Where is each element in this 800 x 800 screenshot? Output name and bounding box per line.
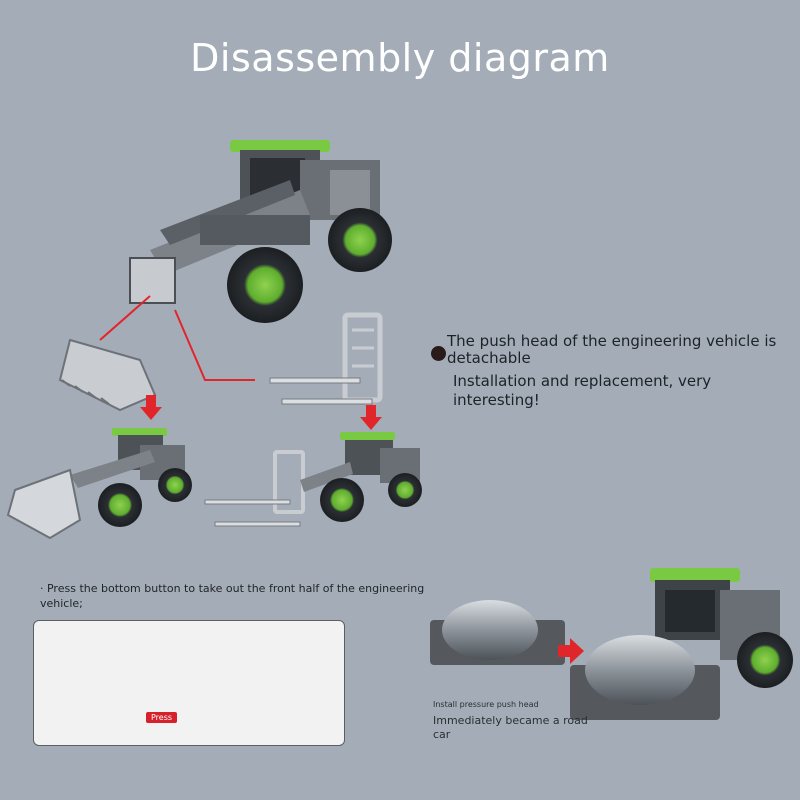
- loader-with-fork-illustration: [204, 432, 422, 527]
- road-roller-illustration: [430, 568, 793, 720]
- right-arrow-icon: [558, 638, 584, 664]
- road-car-label: Immediately became a road car: [433, 714, 588, 741]
- fork-attachment-illustration: [269, 312, 383, 405]
- page-title: Disassembly diagram: [190, 36, 610, 80]
- feature-description-2: Installation and replacement, very inter…: [453, 372, 712, 409]
- install-label: Install pressure push head: [433, 700, 539, 709]
- loader-with-bucket-illustration: [6, 428, 192, 540]
- press-button-label: Press: [146, 712, 178, 723]
- feature-description: The push head of the engineering vehicle…: [447, 332, 777, 367]
- connector-lines: [99, 295, 255, 381]
- down-arrow-icons: [140, 395, 382, 430]
- main-loader-illustration: [129, 140, 392, 323]
- disassembly-panel: [33, 620, 345, 746]
- bucket-attachment-illustration: [58, 338, 157, 412]
- bullet-dot: [431, 346, 446, 361]
- instruction-text: · Press the bottom button to take out th…: [40, 582, 425, 610]
